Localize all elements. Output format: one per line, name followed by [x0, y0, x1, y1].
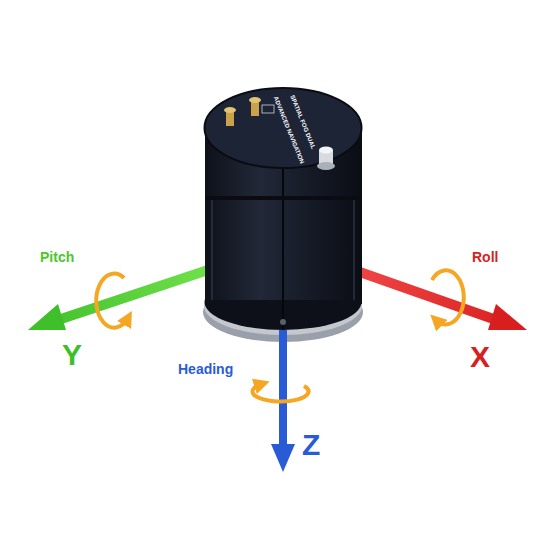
x-arrowhead: [488, 304, 527, 330]
axis-letter: Y: [62, 340, 82, 370]
roll-rotation-arrow: [432, 270, 464, 324]
heading-rotation-arrow: [253, 384, 309, 401]
axis-letter: Z: [302, 430, 320, 460]
y-arrowhead: [28, 304, 66, 330]
z-arrowhead: [271, 444, 295, 472]
pitch-rotation-arrow: [96, 274, 128, 328]
rotation-label: Roll: [472, 250, 498, 264]
ins-device: [203, 88, 363, 342]
axis-letter: X: [470, 342, 490, 372]
rotation-label: Heading: [178, 362, 233, 376]
z-axis: [279, 330, 287, 448]
rotation-label: Pitch: [40, 250, 74, 264]
